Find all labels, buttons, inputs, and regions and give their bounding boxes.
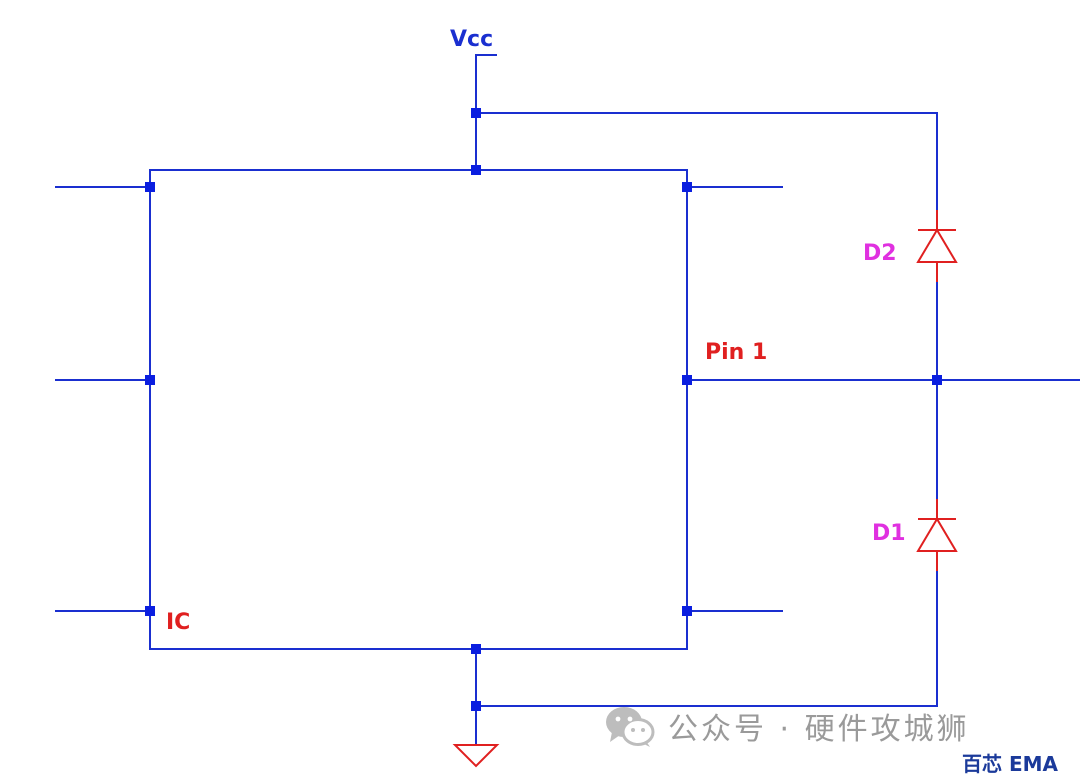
vcc-wire: [475, 54, 497, 170]
vcc-label: Vcc: [450, 27, 493, 52]
watermark-text: 公众号 · 硬件攻城狮: [668, 712, 970, 747]
ic-label: IC: [166, 610, 190, 635]
junction-ground-rail: [471, 701, 481, 711]
junction-pin1: [682, 375, 692, 385]
junction-diode-node: [932, 375, 942, 385]
junction-vcc-rail: [471, 108, 481, 118]
ic-body: [149, 169, 688, 650]
watermark: 公众号 · 硬件攻城狮: [604, 700, 970, 752]
pin1-label: Pin 1: [705, 340, 767, 365]
diode-d1: [916, 499, 958, 571]
junction-left-middle: [145, 375, 155, 385]
diode-d2: [916, 210, 958, 282]
ground-rail-wire: [476, 551, 938, 707]
d1-label: D1: [872, 521, 906, 546]
junction-right-top: [682, 182, 692, 192]
junction-ic-top: [471, 165, 481, 175]
junction-right-bottom: [682, 606, 692, 616]
junction-dots: [145, 108, 942, 711]
brand-logo: 百芯 EMA: [962, 752, 1059, 776]
vcc-rail-wire: [476, 112, 938, 230]
d2-label: D2: [863, 241, 897, 266]
wechat-icon: [606, 707, 655, 747]
junction-left-top: [145, 182, 155, 192]
junction-ic-bottom: [471, 644, 481, 654]
junction-left-bottom: [145, 606, 155, 616]
ground-symbol: [452, 744, 500, 768]
